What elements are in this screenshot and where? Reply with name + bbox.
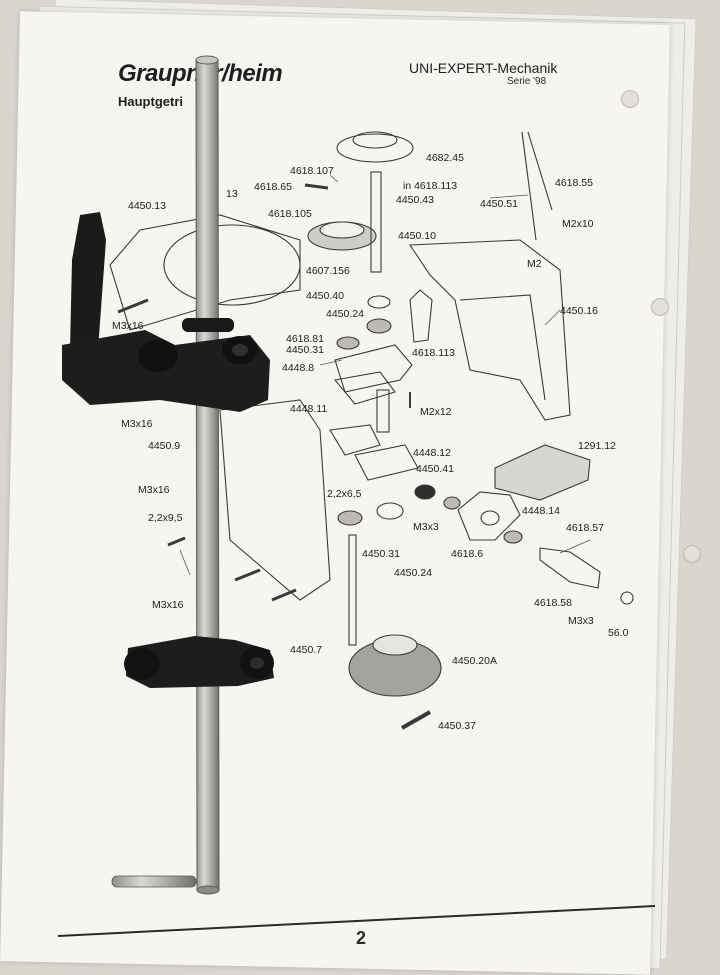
part-label: 13 (226, 188, 238, 200)
part-label: 4618.57 (566, 522, 604, 534)
part-label: 4450.51 (480, 198, 518, 210)
part-label: 4618.58 (534, 597, 572, 609)
part-label: M3x16 (152, 599, 184, 611)
part-label: in 4618.113 (403, 180, 458, 192)
cross-pin (111, 875, 197, 888)
main-rotor-shaft (195, 59, 220, 891)
shaft-collar (182, 318, 234, 332)
part-label: 1291.12 (578, 440, 616, 452)
part-label: M2x10 (562, 218, 594, 230)
part-label: 4618.113 (412, 347, 456, 359)
part-label: 4450.9 (148, 440, 181, 452)
part-label: M3x16 (112, 320, 144, 332)
part-label: M2 (527, 258, 542, 270)
part-label: 4448.8 (282, 362, 315, 374)
part-label: 4607.156 (306, 265, 350, 277)
punch-hole-1 (621, 90, 639, 108)
part-label: 4618.55 (555, 177, 593, 189)
part-label: 4682.45 (426, 152, 464, 164)
part-label: 4450.7 (290, 644, 323, 656)
part-label: 2,2x6,5 (327, 488, 362, 500)
part-label: 4450.37 (438, 720, 476, 732)
sheet-subtitle: Hauptgetri (118, 94, 183, 109)
part-label: 4448.14 (522, 505, 560, 517)
model-title: UNI-EXPERT-Mechanik (409, 60, 558, 76)
part-label: 4618.107 (290, 165, 334, 177)
part-label: 4450.41 (416, 463, 454, 475)
part-label: 4618.65 (254, 181, 292, 193)
part-label: 4450.31 (286, 344, 324, 356)
drive-shaft-shape (370, 171, 382, 273)
part-label: 4450.43 (396, 194, 434, 206)
part-label: M2x12 (420, 406, 452, 418)
part-label: 4450.31 (362, 548, 400, 560)
part-label: 4450.24 (394, 567, 432, 579)
crown-gear-shape (336, 133, 414, 163)
part-label: 4450.24 (326, 308, 364, 320)
part-label: 4450.13 (128, 200, 166, 212)
part-label: 4450.10 (398, 230, 436, 242)
part-label: 4450.20A (452, 655, 497, 667)
side-frame-left-shape (219, 399, 331, 601)
part-label: 56.0 (608, 627, 629, 639)
part-label: 4618.6 (451, 548, 484, 560)
part-label: 4450.16 (560, 305, 598, 317)
part-label: 4618.81 (286, 333, 324, 345)
part-label: 4450.40 (306, 290, 344, 302)
footer-rule (57, 905, 656, 937)
part-label: 4448.11 (290, 403, 328, 415)
page-number: 2 (356, 928, 367, 948)
bearing-block-upper (62, 330, 270, 412)
part-label: M3x3 (568, 615, 594, 627)
part-label: M3x3 (413, 521, 439, 533)
plate-shape (494, 444, 591, 501)
part-label: 4448.12 (413, 447, 451, 459)
bearing-block-shape (334, 344, 413, 393)
part-label: 2,2x9,5 (148, 512, 183, 524)
part-label: 4618.105 (268, 208, 312, 220)
side-frame-right-shape (409, 239, 571, 421)
bracket-upright (70, 212, 106, 350)
part-label: M3x16 (138, 484, 170, 496)
part-label: M3x16 (121, 418, 153, 430)
punch-hole-2 (651, 298, 669, 316)
bearing-block-lower (126, 636, 274, 688)
punch-hole-3 (683, 545, 701, 563)
series-label: Serie '98 (507, 76, 547, 87)
coupling-shape (539, 547, 601, 589)
